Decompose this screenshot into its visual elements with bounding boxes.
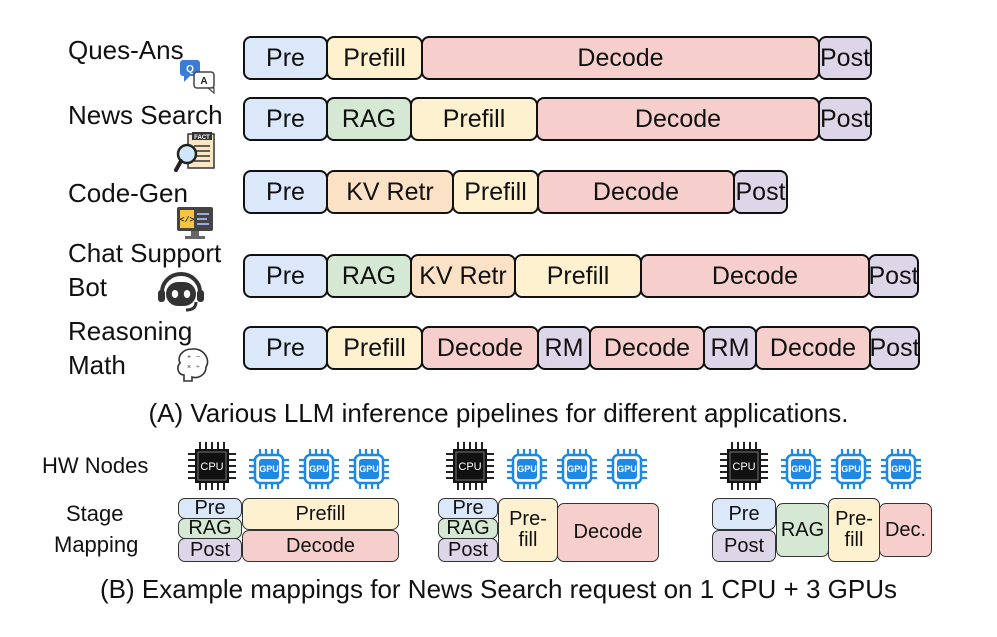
map1-cpu-rag: RAG bbox=[178, 518, 242, 539]
stage-prefill: Prefill bbox=[452, 170, 539, 214]
gpu-icon: GPU bbox=[299, 449, 339, 489]
map3-cpu-post: Post bbox=[712, 530, 776, 562]
gpu-icon: GPU bbox=[249, 449, 289, 489]
map3-gpu-rag: RAG bbox=[776, 503, 829, 557]
map3-cpu-pre: Pre bbox=[712, 498, 776, 530]
app-label-chat-support: Chat Support bbox=[68, 238, 222, 268]
map2-cpu-rag: RAG bbox=[438, 518, 498, 539]
stage-prefill: Prefill bbox=[326, 36, 423, 80]
svg-text:Q: Q bbox=[186, 64, 194, 75]
cpu-icon: CPU bbox=[188, 442, 236, 490]
stage-rag: RAG bbox=[326, 254, 412, 298]
app-label-ques-ans: Ques-Ans bbox=[68, 35, 184, 65]
caption-b: (B) Example mappings for News Search req… bbox=[100, 574, 897, 604]
app-label-code-gen: Code-Gen bbox=[68, 178, 188, 208]
app-label-math: Math bbox=[68, 350, 126, 380]
stage-post: Post bbox=[818, 36, 872, 80]
stage-decode: Decode bbox=[421, 326, 539, 370]
cpu-label: CPU bbox=[732, 461, 755, 473]
stage-pre: Pre bbox=[243, 170, 328, 214]
cpu-label: CPU bbox=[200, 461, 223, 473]
map3-gpu-prefill-line1: Pre- bbox=[835, 508, 873, 530]
stage-prefill: Prefill bbox=[514, 254, 642, 298]
stage-post: Post bbox=[818, 97, 872, 141]
map3-gpu-prefill-line2: fill bbox=[844, 529, 864, 551]
map2-cpu-pre: Pre bbox=[438, 498, 498, 519]
gpu-icon: GPU bbox=[557, 449, 597, 489]
gpu-label: GPU bbox=[567, 464, 587, 474]
svg-text:A: A bbox=[200, 76, 207, 87]
gpu-label: GPU bbox=[309, 464, 329, 474]
stage-post: Post bbox=[869, 326, 920, 370]
map3-gpu-decode: Dec. bbox=[879, 503, 932, 557]
cpu-icon: CPU bbox=[446, 442, 494, 490]
hw-nodes-label: HW Nodes bbox=[42, 453, 149, 478]
qa-chat-icon: Q A bbox=[180, 60, 215, 94]
stage-kv-retr: KV Retr bbox=[410, 254, 516, 298]
gpu-icon: GPU bbox=[831, 449, 871, 489]
stage-mapping-label-line1: Stage bbox=[66, 501, 124, 526]
stage-decode: Decode bbox=[589, 326, 705, 370]
app-label-news-search: News Search bbox=[68, 100, 223, 130]
stage-rm: RM bbox=[703, 326, 757, 370]
brain-math-icon: + − × ÷ bbox=[177, 348, 209, 382]
map2-gpu-prefill: Pre- fill bbox=[498, 498, 558, 562]
stage-pre: Pre bbox=[243, 254, 328, 298]
svg-text:+: + bbox=[187, 354, 191, 361]
caption-a: (A) Various LLM inference pipelines for … bbox=[148, 398, 849, 428]
stage-prefill: Prefill bbox=[410, 97, 538, 141]
stage-decode: Decode bbox=[537, 170, 735, 214]
gpu-label: GPU bbox=[617, 464, 637, 474]
map2-gpu-prefill-line2: fill bbox=[518, 529, 538, 551]
gpu-icon: GPU bbox=[607, 449, 647, 489]
svg-text:−: − bbox=[196, 354, 200, 361]
gpu-label: GPU bbox=[359, 464, 379, 474]
map1-cpu-pre: Pre bbox=[178, 498, 242, 519]
stage-pre: Pre bbox=[243, 36, 328, 80]
gpu-label: GPU bbox=[791, 464, 811, 474]
svg-text:×: × bbox=[187, 364, 191, 371]
map1-gpu-decode: Decode bbox=[242, 530, 399, 562]
cpu-icon: CPU bbox=[720, 442, 768, 490]
stage-decode: Decode bbox=[755, 326, 871, 370]
gpu-icon: GPU bbox=[781, 449, 821, 489]
app-label-reasoning: Reasoning bbox=[68, 316, 193, 346]
stage-rag: RAG bbox=[326, 97, 412, 141]
fact-search-icon: FACT bbox=[174, 132, 215, 172]
map3-gpu-prefill: Pre- fill bbox=[828, 498, 880, 562]
stage-post: Post bbox=[733, 170, 788, 214]
svg-text:FACT: FACT bbox=[194, 135, 210, 141]
headset-bot-icon bbox=[158, 272, 204, 312]
map2-gpu-prefill-line1: Pre- bbox=[509, 508, 547, 530]
svg-text:</>: </> bbox=[180, 216, 195, 225]
stage-pre: Pre bbox=[243, 326, 328, 370]
gpu-icon: GPU bbox=[349, 449, 389, 489]
stage-prefill: Prefill bbox=[326, 326, 423, 370]
stage-decode: Decode bbox=[640, 254, 870, 298]
gpu-icon: GPU bbox=[507, 449, 547, 489]
app-label-bot: Bot bbox=[68, 272, 108, 302]
gpu-label: GPU bbox=[891, 464, 911, 474]
stage-decode: Decode bbox=[536, 97, 820, 141]
stage-mapping-label-line2: Mapping bbox=[54, 532, 139, 557]
map2-gpu-decode: Decode bbox=[557, 503, 659, 562]
stage-kv-retr: KV Retr bbox=[326, 170, 454, 214]
svg-text:÷: ÷ bbox=[196, 364, 200, 371]
stage-decode: Decode bbox=[421, 36, 820, 80]
map1-gpu-prefill: Prefill bbox=[242, 498, 399, 530]
stage-rm: RM bbox=[537, 326, 591, 370]
gpu-label: GPU bbox=[517, 464, 537, 474]
stage-pre: Pre bbox=[243, 97, 328, 141]
cpu-label: CPU bbox=[458, 461, 481, 473]
stage-post: Post bbox=[868, 254, 919, 298]
gpu-label: GPU bbox=[841, 464, 861, 474]
map1-cpu-post: Post bbox=[178, 538, 242, 562]
gpu-label: GPU bbox=[259, 464, 279, 474]
map2-cpu-post: Post bbox=[438, 538, 498, 562]
code-monitor-icon: </> bbox=[177, 207, 213, 239]
gpu-icon: GPU bbox=[881, 449, 921, 489]
